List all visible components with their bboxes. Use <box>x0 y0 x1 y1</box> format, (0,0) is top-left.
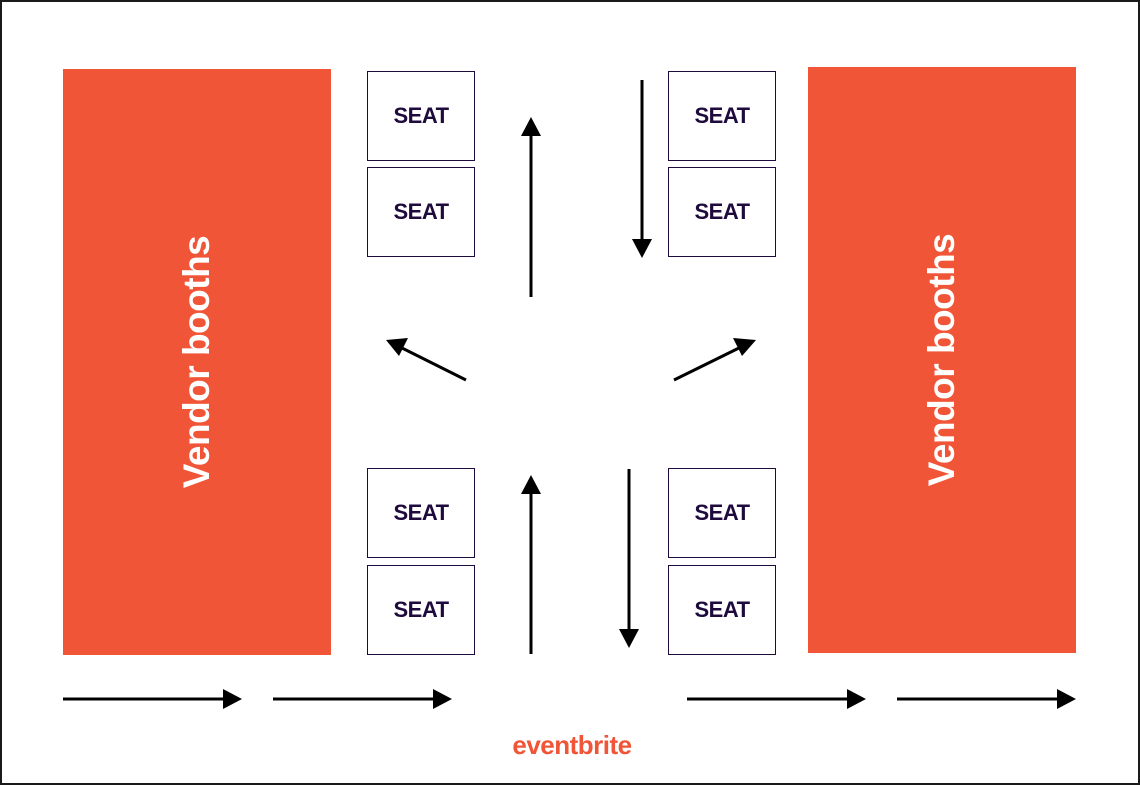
arrow-down-top-center <box>632 80 652 258</box>
seat-bottom-right-2: SEAT <box>668 565 776 655</box>
seat-top-left-1: SEAT <box>367 71 475 161</box>
arrow-down-bottom-center <box>619 469 639 648</box>
arrow-right-bottom-4 <box>897 689 1076 709</box>
arrow-right-bottom-3 <box>687 689 866 709</box>
arrow-up-bottom-center <box>521 475 541 654</box>
seat-bottom-left-1: SEAT <box>367 468 475 558</box>
seat-top-right-2: SEAT <box>668 167 776 257</box>
seat-bottom-right-1: SEAT <box>668 468 776 558</box>
arrow-up-top-center <box>521 117 541 297</box>
arrow-right-bottom-2 <box>273 689 452 709</box>
arrow-right-bottom-1 <box>63 689 242 709</box>
eventbrite-logo: eventbrite <box>512 730 632 760</box>
seat-top-right-1: SEAT <box>668 71 776 161</box>
arrow-up-right-diagonal <box>673 338 756 382</box>
seat-bottom-left-2: SEAT <box>367 565 475 655</box>
arrow-up-left-diagonal <box>386 338 467 382</box>
vendor-booths-left: Vendor booths <box>63 69 331 655</box>
seat-top-left-2: SEAT <box>367 167 475 257</box>
vendor-booths-right: Vendor booths <box>808 67 1076 653</box>
